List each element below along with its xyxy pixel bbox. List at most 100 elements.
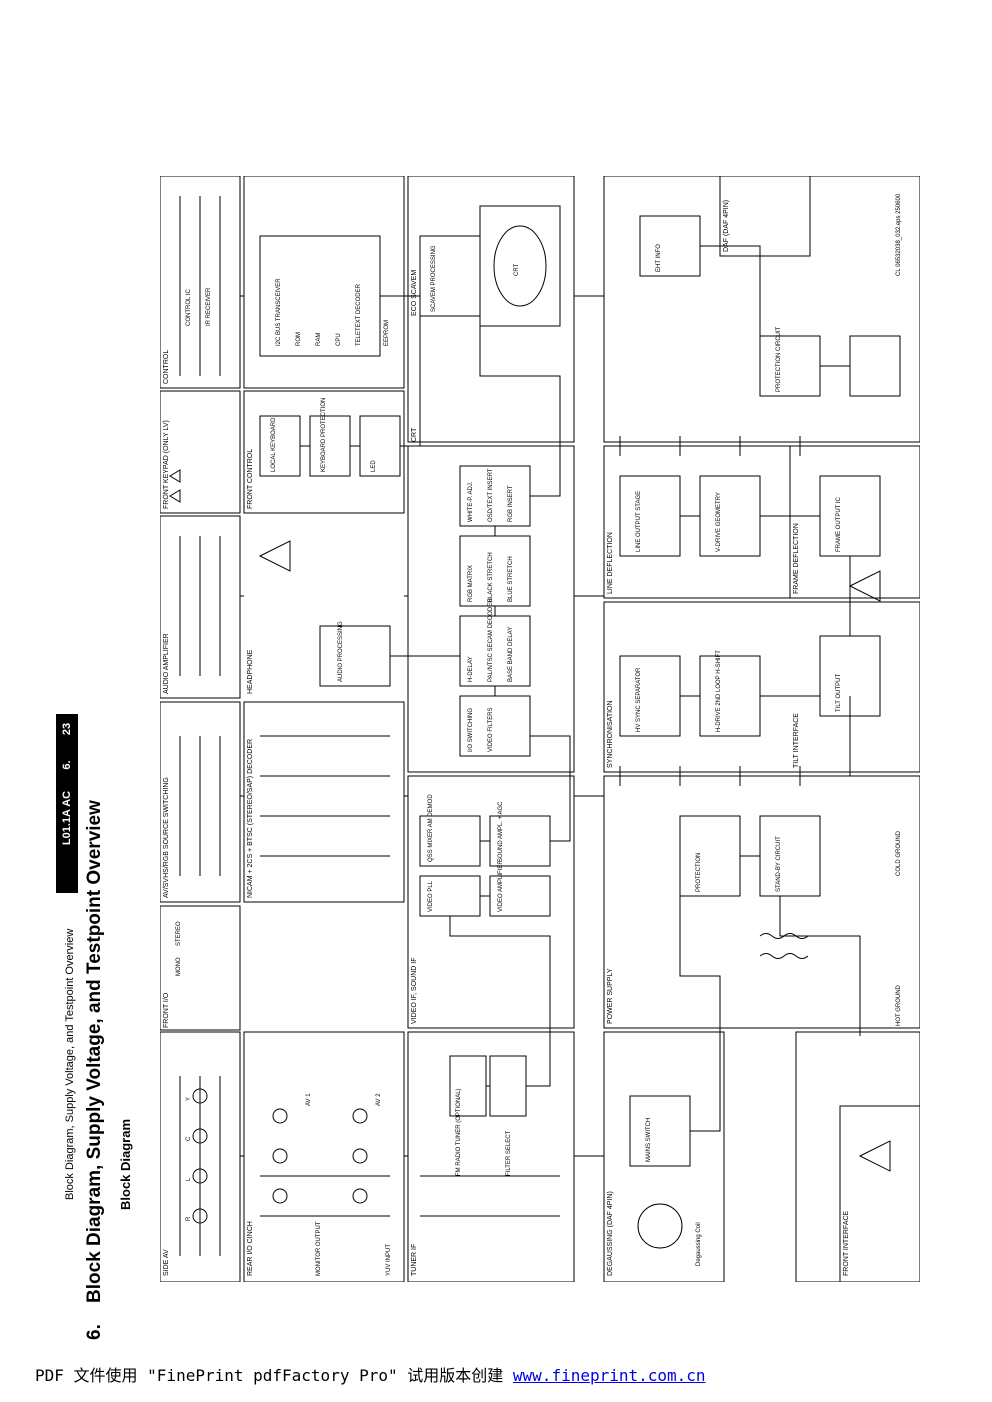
panel-title-o1: FRONT KEYPAD (ONLY LV) bbox=[163, 420, 170, 509]
label-teletext: TELETEXT DECODER bbox=[356, 283, 362, 346]
label-av2: AV 2 bbox=[376, 1093, 382, 1106]
panel-g-daf bbox=[719, 175, 811, 257]
panel-o1 bbox=[159, 390, 241, 514]
section-number: 6. bbox=[84, 1324, 105, 1340]
footer-text: PDF 文件使用 "FinePrint pdfFactory Pro" 试用版本… bbox=[35, 1366, 504, 1385]
panel-a3 bbox=[789, 445, 921, 599]
label-sync: HV SYNC SEPARATOR bbox=[636, 667, 642, 732]
label-stereo: STEREO bbox=[176, 921, 182, 946]
label-video-filters: VIDEO FILTERS bbox=[488, 707, 494, 752]
panel-title-front-control: FRONT CONTROL bbox=[247, 449, 254, 509]
label-protection: PROTECTION bbox=[696, 853, 702, 892]
panel-title-headphone: HEADPHONE bbox=[247, 649, 254, 694]
block-diagram: SIDE AV FRONT I/O REAR I/O CINCH AV/SVHS… bbox=[159, 175, 921, 1283]
section-title: 6. Block Diagram, Supply Voltage, and Te… bbox=[84, 800, 106, 1340]
panel-title-a13: REAR I/O CINCH bbox=[247, 1221, 254, 1276]
label-cold-ground: COLD GROUND bbox=[896, 830, 902, 876]
panel-o1b bbox=[839, 1105, 921, 1283]
label-eeprom: EEPROM bbox=[384, 320, 390, 346]
label-eht-info: EHT INFO bbox=[656, 244, 662, 272]
label-ir-receiver: IR RECEIVER bbox=[206, 287, 212, 326]
label-h-drive: H-DRIVE 2ND LOOP H-SHIFT bbox=[716, 650, 722, 732]
label-rgb-insert: RGB INSERT bbox=[508, 485, 514, 522]
panel-a5 bbox=[407, 775, 575, 1029]
panel-a12-frontio bbox=[159, 905, 241, 1031]
label-white-pt: WHITE-P. ADJ. bbox=[468, 481, 474, 522]
label-h-delay: H-DELAY bbox=[468, 656, 474, 682]
panel-a13 bbox=[243, 1031, 405, 1283]
panel-b1-b2 bbox=[407, 175, 575, 443]
panel-g-degauss bbox=[603, 1031, 725, 1283]
panel-a10b bbox=[243, 701, 405, 903]
label-hot-ground: HOT GROUND bbox=[896, 984, 902, 1026]
panel-a10 bbox=[159, 701, 241, 903]
label-standby: STAND-BY CIRCUIT bbox=[776, 836, 782, 892]
panel-title-g-daf: DAF (DAF 4PIN) bbox=[723, 200, 730, 252]
label-blue-stretch: BLUE STRETCH bbox=[508, 556, 514, 602]
label-av1: AV 1 bbox=[306, 1093, 312, 1106]
label-y: Y bbox=[186, 1097, 192, 1101]
panel-title-a9: NICAM + 2CS + BTSC (STEREO/SAP) DECODER bbox=[247, 739, 254, 898]
panel-a5b bbox=[407, 445, 575, 773]
label-keyboard-protection: KEYBOARD PROTECTION bbox=[321, 398, 327, 472]
label-code: CL 06532038_032.eps 250600 bbox=[896, 193, 902, 276]
panel-title-a6: SYNCHRONISATION bbox=[607, 700, 614, 768]
label-osd-insert: OSD/TEXT INSERT bbox=[488, 468, 494, 522]
label-led: LED bbox=[371, 460, 377, 472]
panel-title-b2: ECO SCAVEM bbox=[411, 270, 418, 316]
label-ram: RAM bbox=[316, 333, 322, 346]
label-base-band: BASE BAND DELAY bbox=[508, 627, 514, 682]
label-line-output: LINE OUTPUT STAGE bbox=[636, 491, 642, 552]
footer-link[interactable]: www.fineprint.com.cn bbox=[512, 1366, 706, 1385]
label-frame-output: FRAME OUTPUT IC bbox=[836, 496, 842, 552]
label-rgb-matrix: RGB MATRIX bbox=[468, 565, 474, 602]
label-scavem: SCAVEM PROCESSING bbox=[431, 245, 437, 312]
pdf-footer: PDF 文件使用 "FinePrint pdfFactory Pro" 试用版本… bbox=[35, 1362, 975, 1386]
label-pal-ntsc: PAL/NTSC SECAM DECODER bbox=[488, 598, 494, 682]
label-saw-filter: FILTER SELECT bbox=[506, 1130, 512, 1176]
panel-title-a12: FRONT I/O bbox=[163, 992, 170, 1028]
label-dsb-mixer: QSS MIXER AM DEMOD bbox=[428, 794, 434, 862]
label-monitor-output: MONITOR OUTPUT bbox=[316, 1221, 322, 1276]
label-crt: CRT bbox=[514, 263, 520, 276]
running-header: Block Diagram, Supply Voltage, and Testp… bbox=[64, 928, 76, 1200]
label-protection-circuit: PROTECTION CIRCUIT bbox=[776, 326, 782, 392]
panel-title-c: SIDE AV bbox=[163, 1249, 170, 1276]
label-audio-proc: AUDIO PROCESSING bbox=[338, 621, 344, 682]
label-c: C bbox=[186, 1136, 192, 1141]
panel-a12-fc bbox=[243, 390, 405, 514]
section-title-text: Block Diagram, Supply Voltage, and Testp… bbox=[84, 800, 105, 1304]
label-tuner: FM RADIO TUNER (OPTIONAL) bbox=[456, 1088, 462, 1176]
panel-title-g-degauss: DEGAUSSING (DAF 4PIN) bbox=[607, 1191, 614, 1276]
label-local-keyboard: LOCAL KEYBOARD bbox=[271, 417, 277, 472]
panel-a1b bbox=[795, 1031, 921, 1283]
subsection-title: Block Diagram bbox=[118, 1118, 133, 1210]
panel-title-a7: CONTROL bbox=[163, 350, 170, 384]
label-cpu: CPU bbox=[336, 333, 342, 346]
panel-a7 bbox=[159, 175, 241, 389]
panel-title-a10-tilt: TILT INTERFACE bbox=[793, 713, 800, 768]
label-i2c-bus: I2C BUS TRANSCEIVER bbox=[276, 278, 282, 346]
label-video-amp: VIDEO AMPLIFIER bbox=[498, 860, 504, 912]
label-mains: MAINS SWITCH bbox=[646, 1118, 652, 1162]
panel-title-a3: FRAME DEFLECTION bbox=[793, 523, 800, 594]
panel-a1 bbox=[603, 775, 921, 1029]
label-l: L bbox=[186, 1177, 192, 1181]
label-control-ic: CONTROL IC bbox=[186, 289, 192, 326]
panel-a6 bbox=[603, 601, 921, 773]
panel-title-a2: LINE DEFLECTION bbox=[607, 532, 614, 594]
panel-title-a4: TUNER IF bbox=[411, 1244, 418, 1276]
panel-title-b1: CRT bbox=[411, 427, 418, 442]
label-yuv-input: YUV INPUT bbox=[386, 1244, 392, 1276]
label-degauss-coil: Degaussing Coil bbox=[696, 1222, 702, 1266]
label-geometry: V-DRIVE GEOMETRY bbox=[716, 492, 722, 552]
panel-a4 bbox=[407, 1031, 575, 1283]
chapter-badge: 6. bbox=[56, 750, 78, 780]
label-r: R bbox=[186, 1216, 192, 1221]
page-number-badge: 23 bbox=[56, 714, 78, 744]
label-black-stretch: BLACK STRETCH bbox=[488, 552, 494, 602]
label-tilt-output: TILT OUTPUT bbox=[836, 674, 842, 712]
panel-title-a1: POWER SUPPLY bbox=[607, 968, 614, 1024]
label-io-switching: I/O SWITCHING bbox=[468, 708, 474, 752]
label-video-pll: VIDEO PLL bbox=[428, 880, 434, 912]
